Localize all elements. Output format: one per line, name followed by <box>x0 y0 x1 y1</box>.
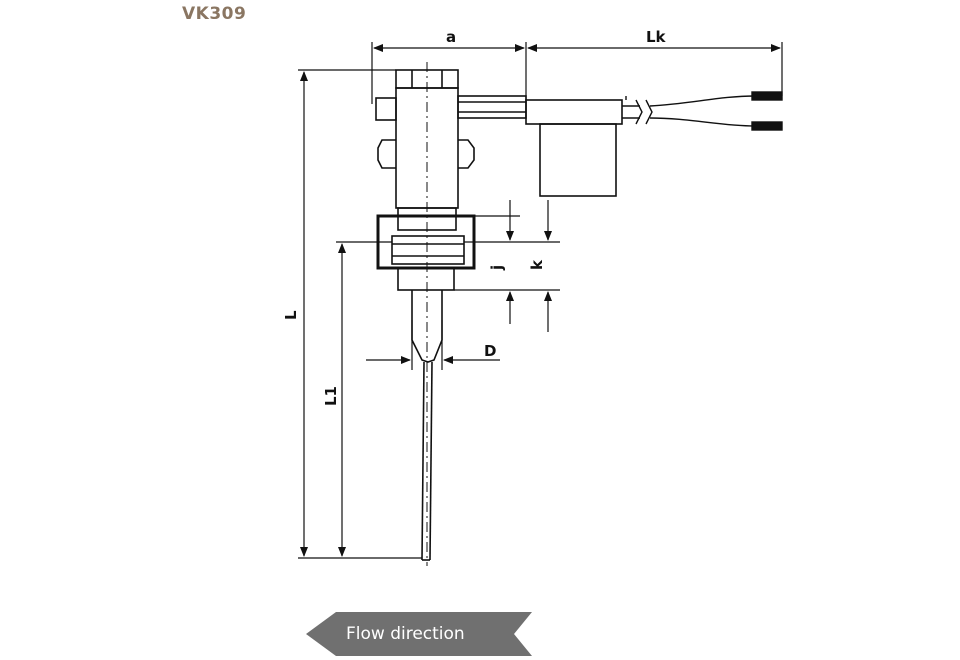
dim-label-k: k <box>528 259 546 270</box>
sensor-body <box>375 69 623 561</box>
dim-label-j: j <box>488 265 506 271</box>
dimension-lines <box>298 42 783 559</box>
dim-label-d: D <box>484 342 496 360</box>
dim-label-l: L <box>282 310 300 320</box>
dim-label-a: a <box>446 28 456 46</box>
drawing-title: VK309 <box>182 4 247 24</box>
dim-label-lk: Lk <box>646 28 667 46</box>
cable-wires <box>622 91 783 131</box>
flow-direction-label: Flow direction <box>346 624 465 644</box>
dim-label-l1: L1 <box>322 386 340 406</box>
flow-direction-arrow <box>306 612 532 656</box>
